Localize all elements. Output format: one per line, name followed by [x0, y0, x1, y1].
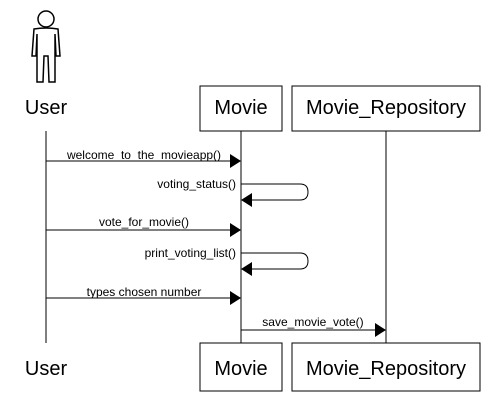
participant-box-repo-top [291, 85, 481, 132]
message-label-welcome: welcome_to_the_movieapp() [66, 148, 221, 162]
participant-label-repo-bottom: Movie_Repository [306, 358, 466, 380]
message-save-movie-vote: save_movie_vote() [241, 315, 386, 337]
message-label-types-chosen-number: types chosen number [87, 285, 202, 299]
message-label-print-voting-list: print_voting_list() [145, 246, 236, 260]
user-actor-icon [31, 10, 61, 83]
message-voting-status: voting_status() [157, 177, 309, 207]
message-print-voting-list: print_voting_list() [145, 246, 309, 276]
participant-box-movie-top [199, 85, 283, 132]
message-label-vote-for-movie: vote_for_movie() [99, 215, 189, 229]
message-types-chosen-number: types chosen number [46, 285, 241, 305]
message-label-voting-status: voting_status() [157, 177, 236, 191]
message-vote-for-movie: vote_for_movie() [46, 215, 241, 237]
actor-label-bottom: User [25, 358, 68, 380]
participant-box-repo-bottom [291, 342, 481, 392]
participant-label-movie-bottom: Movie [214, 358, 267, 380]
actor-label-top: User [25, 97, 68, 119]
participant-box-movie-bottom [199, 342, 283, 392]
message-welcome: welcome_to_the_movieapp() [46, 148, 241, 168]
message-label-save-movie-vote: save_movie_vote() [262, 315, 363, 329]
participant-label-repo-top: Movie_Repository [306, 97, 466, 119]
participant-label-movie-top: Movie [214, 97, 267, 119]
